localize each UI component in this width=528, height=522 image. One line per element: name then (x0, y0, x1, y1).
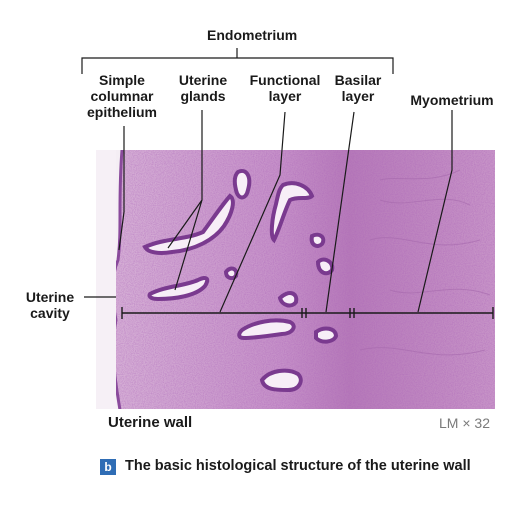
leader-uterine-glands (167, 110, 203, 291)
label-functional-layer: Functional layer (249, 72, 321, 104)
micrograph-magnification: LM × 32 (439, 415, 490, 431)
figure-caption: The basic histological structure of the … (125, 458, 471, 474)
gland-9 (259, 368, 303, 393)
micrograph-title: Uterine wall (108, 414, 193, 431)
panel-letter: b (104, 460, 112, 474)
leader-functional-layer (219, 111, 286, 313)
label-basilar-layer: Basilar layer (334, 72, 382, 104)
gland-4 (269, 181, 315, 244)
gland-7 (277, 291, 299, 308)
gland-6 (315, 257, 335, 276)
uterine-glands (142, 169, 339, 393)
micrograph-footer (96, 409, 495, 437)
gland-5 (309, 232, 326, 248)
label-uterine-glands: Uterine glands (178, 72, 228, 104)
micrograph-image (96, 150, 495, 437)
gland-11 (223, 266, 239, 281)
endometrium-bracket (81, 48, 394, 74)
myometrium-fibers (359, 169, 491, 356)
layer-scale-bar (121, 307, 494, 319)
leader-basilar-layer (325, 111, 355, 313)
leader-simple-columnar-epithelium (118, 126, 125, 251)
label-simple-columnar-epithelium: Simple columnar epithelium (86, 72, 157, 120)
uterine-cavity-lumen (96, 150, 116, 410)
leader-myometrium (417, 110, 453, 313)
panel-badge (100, 459, 116, 475)
gland-8 (237, 318, 296, 341)
label-uterine-cavity: Uterine cavity (25, 289, 75, 321)
gland-3 (232, 169, 252, 200)
gland-1 (142, 193, 235, 255)
gland-2 (147, 276, 210, 302)
label-endometrium: Endometrium (207, 27, 298, 43)
label-myometrium: Myometrium (410, 92, 494, 108)
gland-10 (314, 326, 339, 344)
leader-lines (84, 110, 453, 313)
